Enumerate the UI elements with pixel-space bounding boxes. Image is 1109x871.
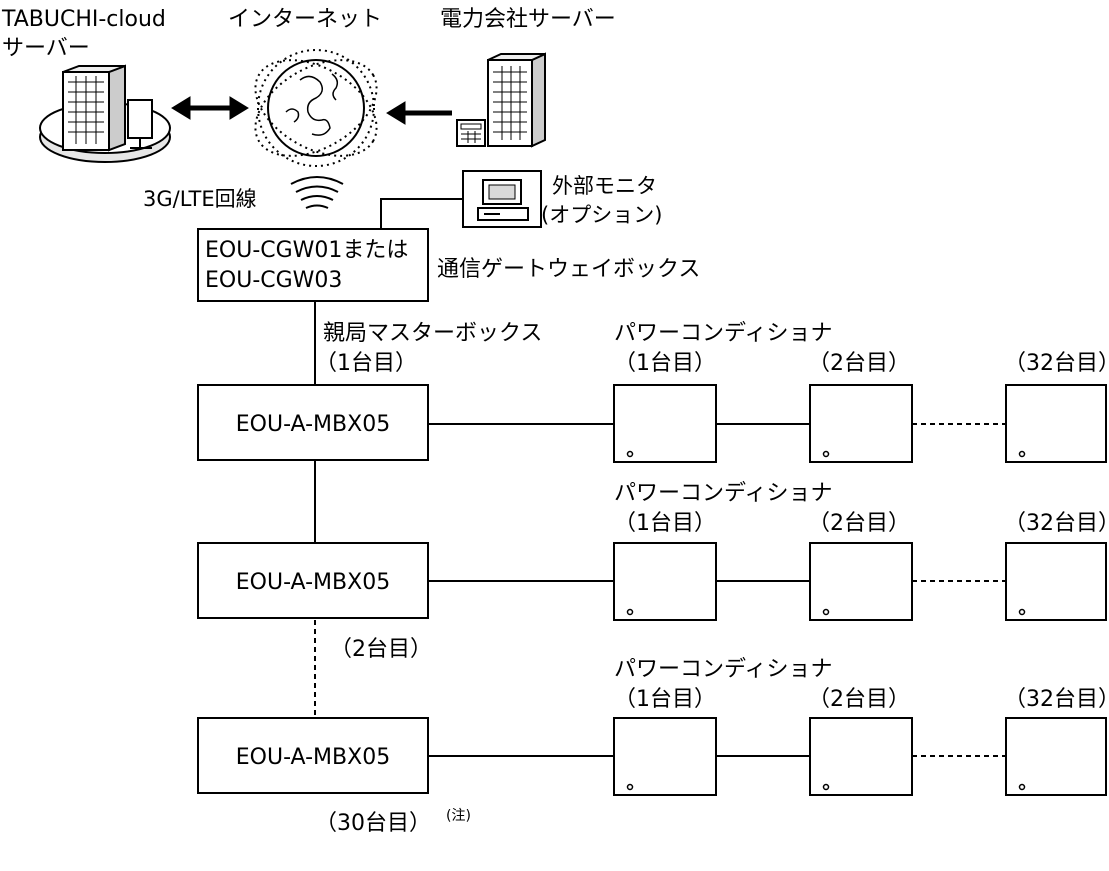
- pcs-count-label: （1台目）: [614, 687, 716, 712]
- pcs-count-label: （2台目）: [808, 687, 910, 712]
- pcs-count-label: （1台目）: [614, 351, 716, 376]
- master-model: EOU-A-MBX05: [236, 570, 390, 595]
- master-model: EOU-A-MBX05: [236, 412, 390, 437]
- cellular-label: 3G/LTE回線: [143, 187, 257, 211]
- status-led-icon: [822, 608, 830, 616]
- master-row-1: EOU-A-MBX05 パワーコンディショナ （1台目） （2台目） （32台目…: [197, 321, 1109, 463]
- cloud-server-icon: [39, 64, 171, 163]
- utility-server-icon: [456, 52, 546, 148]
- power-conditioner-box: [613, 717, 717, 796]
- pcs-count-label: （32台目）: [1004, 511, 1109, 536]
- master2-count-label: （2台目）: [330, 637, 432, 662]
- power-conditioner-box: [1005, 717, 1107, 796]
- monitor-connection-line: [380, 198, 463, 229]
- power-conditioner-box: [1005, 542, 1107, 621]
- power-conditioner-box: [809, 717, 913, 796]
- note-mark: (注): [446, 808, 471, 824]
- status-led-icon: [1018, 608, 1026, 616]
- power-conditioner-box: [809, 384, 913, 463]
- status-led-icon: [626, 783, 634, 791]
- double-arrow-icon: [171, 96, 249, 120]
- wireless-signal-icon: [290, 176, 344, 209]
- gateway-box: [197, 228, 429, 302]
- master-model: EOU-A-MBX05: [236, 745, 390, 770]
- pcs-count-label: （32台目）: [1004, 351, 1109, 376]
- cloud-server-label-line1: TABUCHI-cloud: [1, 7, 166, 32]
- power-conditioner-box: [613, 384, 717, 463]
- master-role-label: 親局マスターボックス: [323, 321, 542, 346]
- master1-count-label: （1台目）: [315, 351, 417, 376]
- gateway-model-line2: EOU-CGW03: [205, 268, 342, 293]
- gateway-model-line1: EOU-CGW01または: [205, 238, 408, 263]
- pcs-group-label: パワーコンディショナ: [614, 481, 832, 506]
- power-conditioner-box: [613, 542, 717, 621]
- pcs-count-label: （1台目）: [614, 511, 716, 536]
- pcs-group-label: パワーコンディショナ: [614, 657, 832, 682]
- globe-icon: [254, 49, 378, 167]
- gateway-label: 通信ゲートウェイボックス: [437, 257, 700, 282]
- master-row-2: EOU-A-MBX05 パワーコンディショナ （1台目） （2台目） （32台目…: [197, 481, 1109, 621]
- master-box: [197, 717, 429, 794]
- status-led-icon: [1018, 450, 1026, 458]
- status-led-icon: [822, 783, 830, 791]
- utility-server-label: 電力会社サーバー: [440, 7, 616, 32]
- pcs-count-label: （2台目）: [808, 351, 910, 376]
- arrow-left-icon: [386, 101, 452, 125]
- status-led-icon: [626, 608, 634, 616]
- cloud-server-label-line2: サーバー: [2, 36, 90, 61]
- status-led-icon: [1018, 783, 1026, 791]
- power-conditioner-box: [1005, 384, 1107, 463]
- master-box: [197, 384, 429, 461]
- pcs-group-label: パワーコンディショナ: [614, 321, 832, 346]
- monitor-icon: [462, 170, 542, 228]
- monitor-label-line1: 外部モニタ: [552, 174, 657, 198]
- master30-count-label: （30台目）: [315, 811, 431, 836]
- pcs-count-label: （32台目）: [1004, 687, 1109, 712]
- status-led-icon: [822, 450, 830, 458]
- status-led-icon: [626, 450, 634, 458]
- power-conditioner-box: [809, 542, 913, 621]
- pcs-count-label: （2台目）: [808, 511, 910, 536]
- master-row-30: EOU-A-MBX05 パワーコンディショナ （1台目） （2台目） （32台目…: [197, 657, 1109, 796]
- monitor-label-line2: (オプション): [541, 203, 662, 227]
- internet-label: インターネット: [228, 7, 382, 32]
